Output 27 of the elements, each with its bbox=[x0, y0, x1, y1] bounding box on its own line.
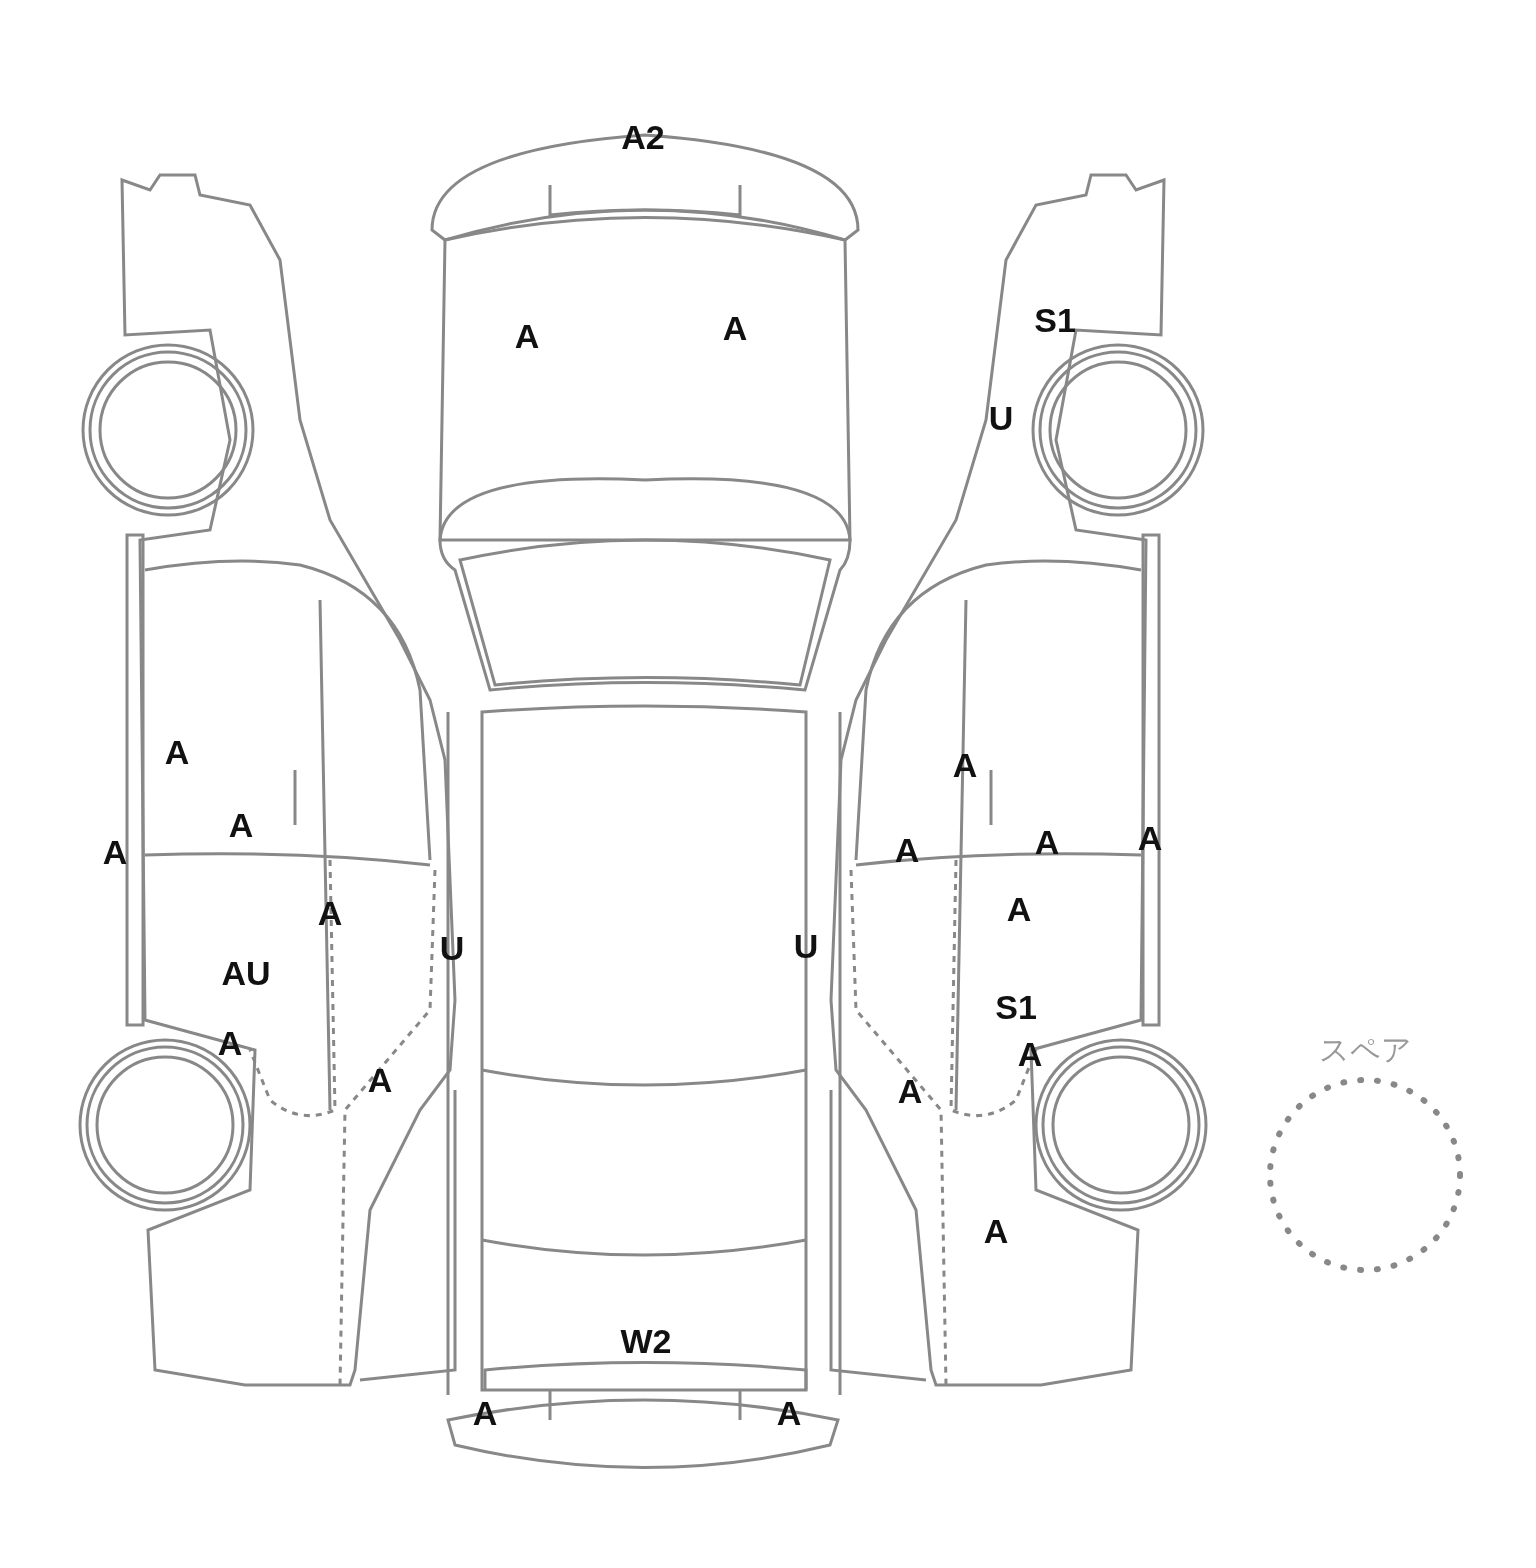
damage-code: A bbox=[1006, 889, 1032, 929]
damage-code: A bbox=[102, 832, 128, 872]
damage-code: A bbox=[1137, 818, 1163, 858]
damage-code: A bbox=[164, 732, 190, 772]
damage-code: A bbox=[983, 1211, 1009, 1251]
damage-code: A2 bbox=[621, 117, 665, 157]
damage-code: A bbox=[952, 745, 978, 785]
damage-code: S1 bbox=[1034, 300, 1076, 340]
damage-code: A bbox=[317, 893, 343, 933]
damage-code: U bbox=[988, 398, 1014, 438]
damage-code: A bbox=[1034, 822, 1060, 862]
damage-code: A bbox=[1017, 1034, 1043, 1074]
damage-code: A bbox=[776, 1393, 802, 1433]
damage-code: A bbox=[367, 1060, 393, 1100]
damage-code: A bbox=[722, 308, 748, 348]
spare-label: スペア bbox=[1318, 1032, 1412, 1068]
damage-code: A bbox=[894, 830, 920, 870]
damage-code: S1 bbox=[995, 987, 1037, 1027]
damage-code: U bbox=[439, 928, 465, 968]
damage-code: A bbox=[472, 1393, 498, 1433]
damage-code: AU bbox=[221, 953, 271, 993]
damage-code: A bbox=[228, 805, 254, 845]
damage-code: W2 bbox=[620, 1321, 672, 1361]
damage-code: A bbox=[514, 316, 540, 356]
damage-code: U bbox=[793, 926, 819, 966]
damage-code: A bbox=[897, 1071, 923, 1111]
damage-code: A bbox=[217, 1023, 243, 1063]
